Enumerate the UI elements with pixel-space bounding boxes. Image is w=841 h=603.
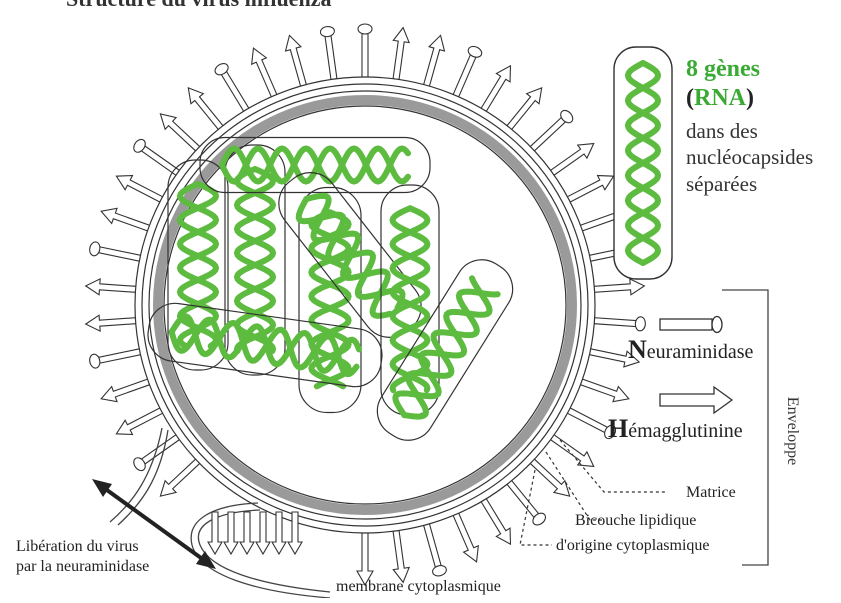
hemagglutinin-spike: [182, 83, 227, 133]
paren-close: ): [746, 85, 754, 111]
legend-title-rna: RNA: [694, 85, 746, 111]
hemagglutinin-spike: [592, 278, 645, 298]
bicouche-label-line1: Bicouche lipidique: [575, 512, 696, 530]
paren-open: (: [686, 85, 694, 111]
neuraminidase-spike: [527, 108, 575, 154]
neuraminidase-spike: [358, 24, 372, 77]
legend-rna-box: [614, 47, 672, 279]
neuraminidase-spike: [420, 523, 448, 578]
enveloppe-label: Enveloppe: [783, 397, 801, 465]
hemagglutinin-spike: [388, 27, 411, 81]
diagram-caption: Structure du virus influenza: [66, 0, 331, 11]
bicouche-label-line2: d'origine cytoplasmique: [556, 537, 710, 555]
neuraminidase-spike: [213, 61, 252, 114]
legend-title: 8 gènes (RNA): [686, 55, 760, 113]
neuraminidase-spike: [88, 241, 143, 265]
hemagglutinin-spike: [477, 496, 518, 549]
budding-spike: [224, 512, 238, 554]
hemagglutinin-spike: [98, 204, 152, 236]
budding-spike: [256, 512, 270, 554]
hemagglutinin-spike: [113, 403, 167, 441]
hemagglutinin-spike: [577, 374, 631, 406]
budding-spike: [208, 512, 222, 554]
hemagglutinin-symbol: [660, 387, 732, 413]
neuraminidase-rest: euraminidase: [647, 341, 754, 363]
hemagglutinine-label: Hémagglutinine: [608, 414, 743, 444]
hemagglutinin-spike: [113, 169, 167, 207]
hemagglutinin-spike: [448, 511, 483, 565]
hemagglutinine-rest: émagglutinine: [628, 420, 742, 442]
liberation-label-line2: par la neuraminidase: [16, 558, 149, 576]
legend-title-genes: 8 gènes: [686, 55, 760, 84]
neuraminidase-initial: N: [628, 335, 647, 364]
hemagglutinin-spike: [246, 45, 281, 99]
neuraminidase-label: Neuraminidase: [628, 335, 753, 365]
neuraminidase-spike: [320, 26, 341, 80]
hemagglutinin-spike: [547, 137, 599, 180]
hemagglutinin-spike: [503, 83, 548, 133]
hemagglutinine-initial: H: [608, 414, 628, 443]
hemagglutinin-spike: [155, 455, 204, 502]
membrane-label: membrane cytoplasmique: [336, 578, 501, 596]
hemagglutinin-spike: [98, 374, 152, 406]
hemagglutinin-spike: [85, 313, 138, 333]
neuraminidase-spike: [131, 137, 182, 179]
hemagglutinin-spike: [564, 169, 618, 207]
neuraminidase-spike: [88, 345, 143, 369]
budding-spike: [240, 512, 254, 554]
hemagglutinin-spike: [419, 33, 448, 87]
hemagglutinin-spike: [547, 430, 599, 473]
hemagglutinin-spike: [85, 278, 138, 298]
legend-description: dans des nucléocapsides séparées: [686, 118, 813, 197]
neuraminidase-spike: [592, 314, 646, 332]
hemagglutinin-spike: [155, 108, 204, 155]
hemagglutinin-spike: [282, 33, 311, 87]
liberation-label-line1: Libération du virus: [16, 538, 139, 556]
hemagglutinin-spike: [477, 62, 518, 115]
hemagglutinin-spike: [388, 530, 411, 584]
neuraminidase-symbol: [660, 317, 722, 333]
matrice-label: Matrice: [686, 484, 736, 502]
neuraminidase-spike: [449, 44, 483, 98]
neuraminidase-spike: [131, 431, 182, 473]
